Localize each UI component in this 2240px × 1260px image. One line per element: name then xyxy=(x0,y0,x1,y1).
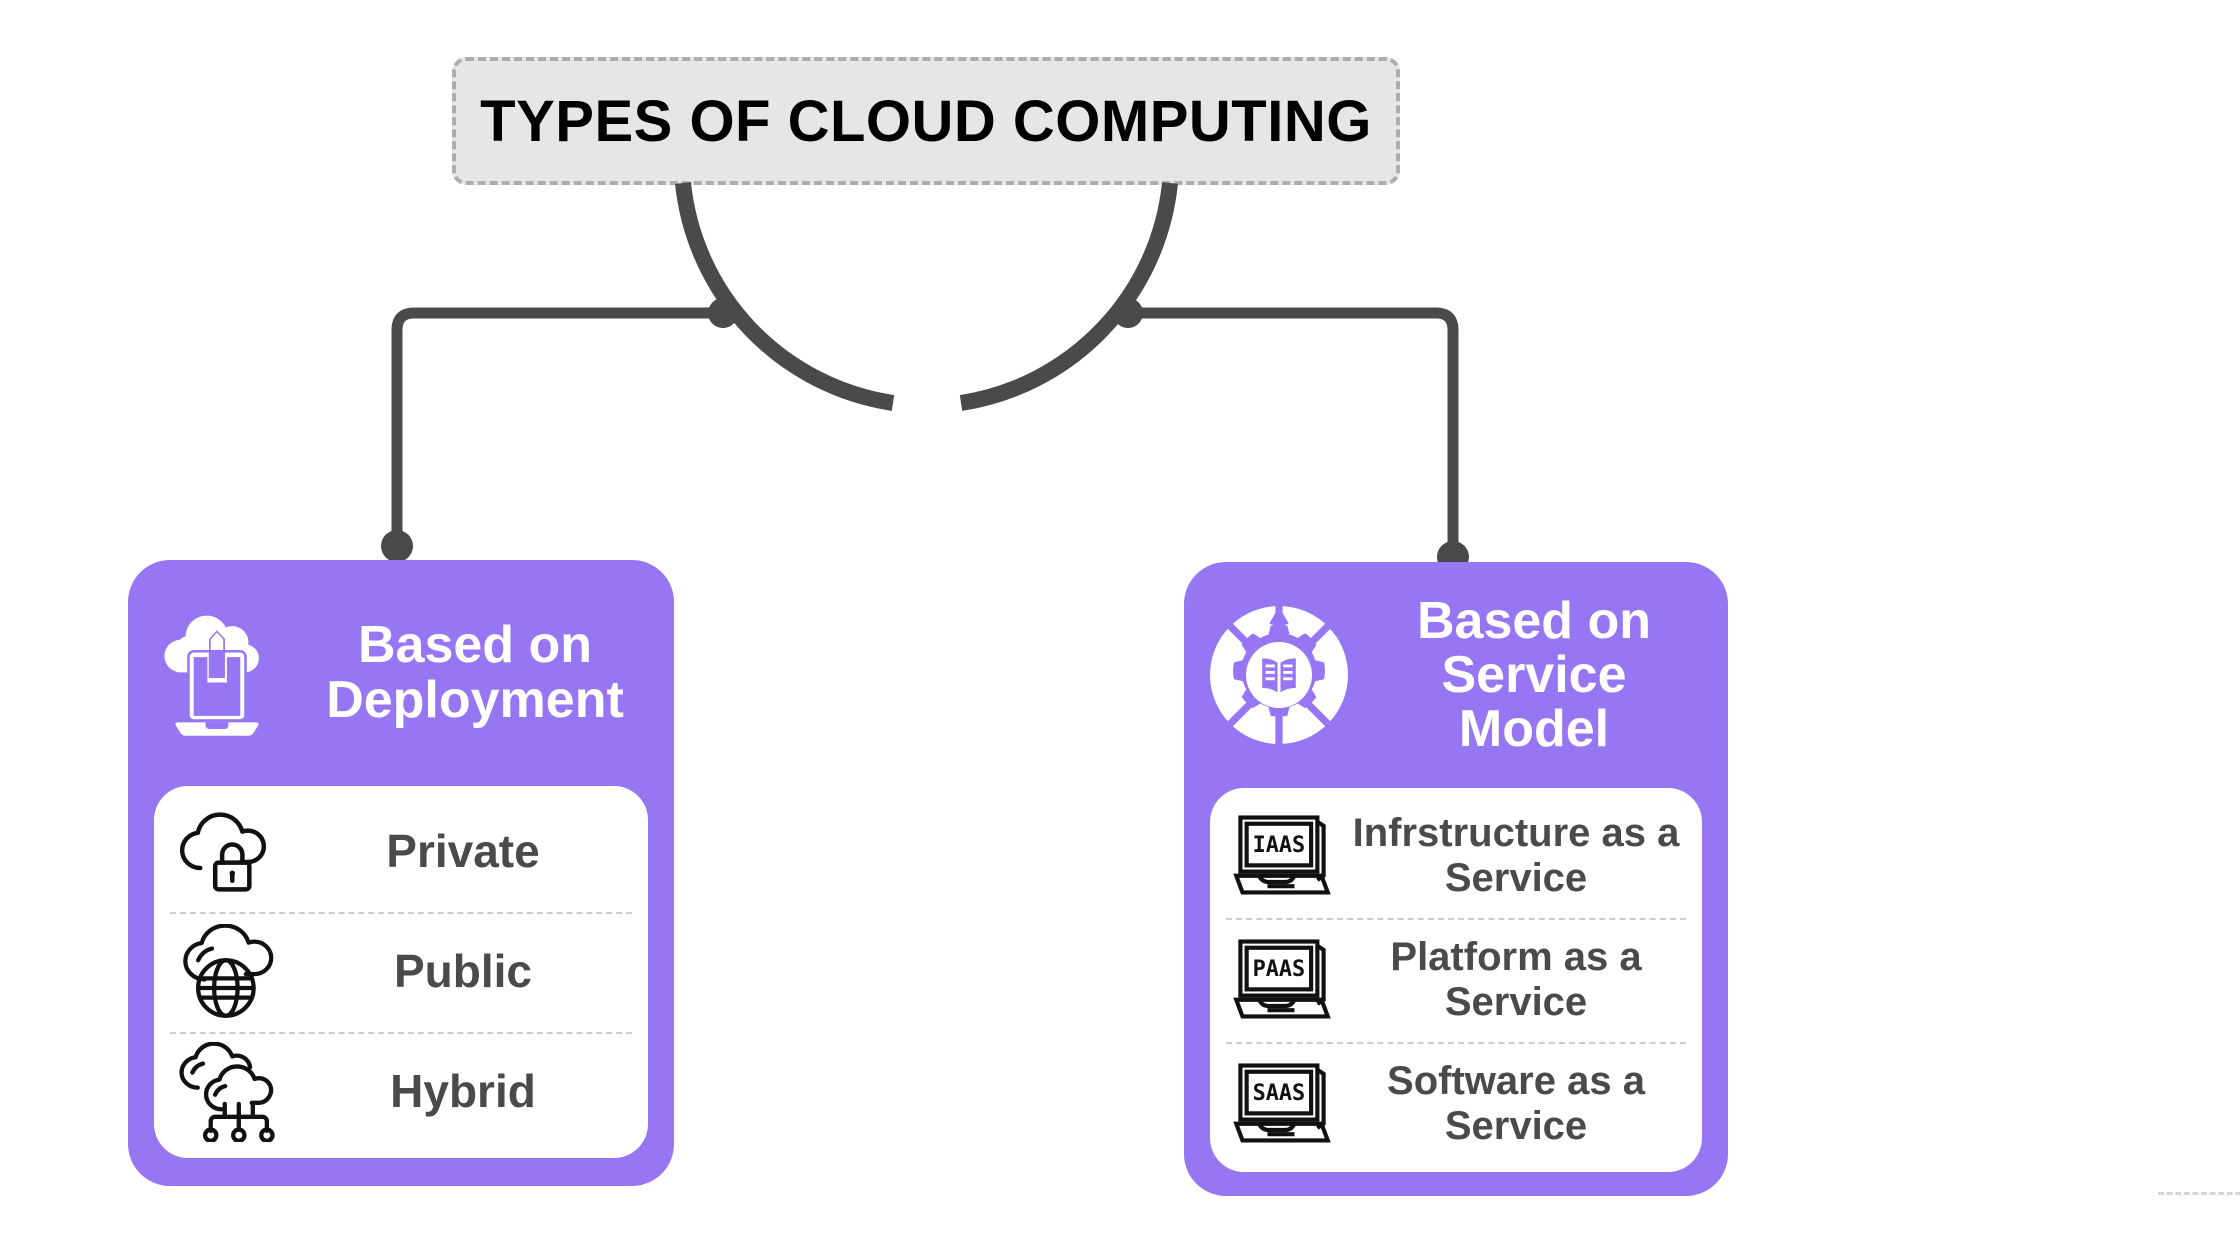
diagram-title-node[interactable]: TYPES OF CLOUD COMPUTING xyxy=(452,57,1400,185)
list-item[interactable]: SAAS Software as a Service xyxy=(1210,1042,1702,1166)
list-item-label: Platform as a Service xyxy=(1390,935,1642,1024)
laptop-badge-label: PAAS xyxy=(1253,957,1306,982)
branch-header-deployment: Based on Deployment xyxy=(128,560,674,786)
gear-book-icon xyxy=(1210,606,1348,744)
item-panel-service-model: IAAS Infrstructure as a Service PAAS xyxy=(1210,788,1702,1172)
list-item-label: Public xyxy=(393,945,533,998)
branch-card-service-model[interactable]: Based on Service Model IAAS Infrstructur… xyxy=(1184,562,1728,1196)
list-item[interactable]: Private xyxy=(154,792,648,912)
list-item[interactable]: Hybrid xyxy=(154,1032,648,1152)
list-item-label: Software as a Service xyxy=(1387,1059,1645,1148)
list-item-label: Hybrid xyxy=(390,1065,536,1118)
list-item[interactable]: IAAS Infrstructure as a Service xyxy=(1210,794,1702,918)
laptop-paas-icon: PAAS xyxy=(1233,939,1331,1019)
laptop-iaas-icon: IAAS xyxy=(1233,815,1331,895)
arc-right xyxy=(959,182,1178,411)
cloud-upload-laptop-icon xyxy=(164,615,259,736)
connector-left xyxy=(391,307,723,541)
list-item-label: Private xyxy=(386,825,540,878)
arc-left xyxy=(675,182,895,411)
laptop-saas-icon: SAAS xyxy=(1233,1063,1331,1143)
branch-title-deployment: Based on Deployment xyxy=(326,615,624,729)
list-item-label: Infrstructure as a Service xyxy=(1352,811,1680,900)
laptop-badge-label: IAAS xyxy=(1253,833,1306,858)
connector-right xyxy=(1128,307,1459,552)
cloud-network-icon xyxy=(179,1042,275,1142)
laptop-badge-label: SAAS xyxy=(1253,1081,1306,1106)
branch-title-service-model: Based on Service Model xyxy=(1416,591,1652,759)
list-item[interactable]: PAAS Platform as a Service xyxy=(1210,918,1702,1042)
junction-dot-left xyxy=(708,298,738,328)
list-item[interactable]: Public xyxy=(154,912,648,1032)
endpoint-dot-left xyxy=(381,530,413,562)
stray-dashed-divider xyxy=(2158,1192,2240,1195)
cloud-lock-icon xyxy=(179,812,267,892)
cloud-globe-icon xyxy=(183,924,274,1018)
junction-dot-right xyxy=(1113,298,1143,328)
branch-card-deployment[interactable]: Based on Deployment Private xyxy=(128,560,674,1186)
page-title: TYPES OF CLOUD COMPUTING xyxy=(480,88,1372,154)
item-panel-deployment: Private Public xyxy=(154,786,648,1158)
branch-header-service-model: Based on Service Model xyxy=(1184,562,1728,788)
